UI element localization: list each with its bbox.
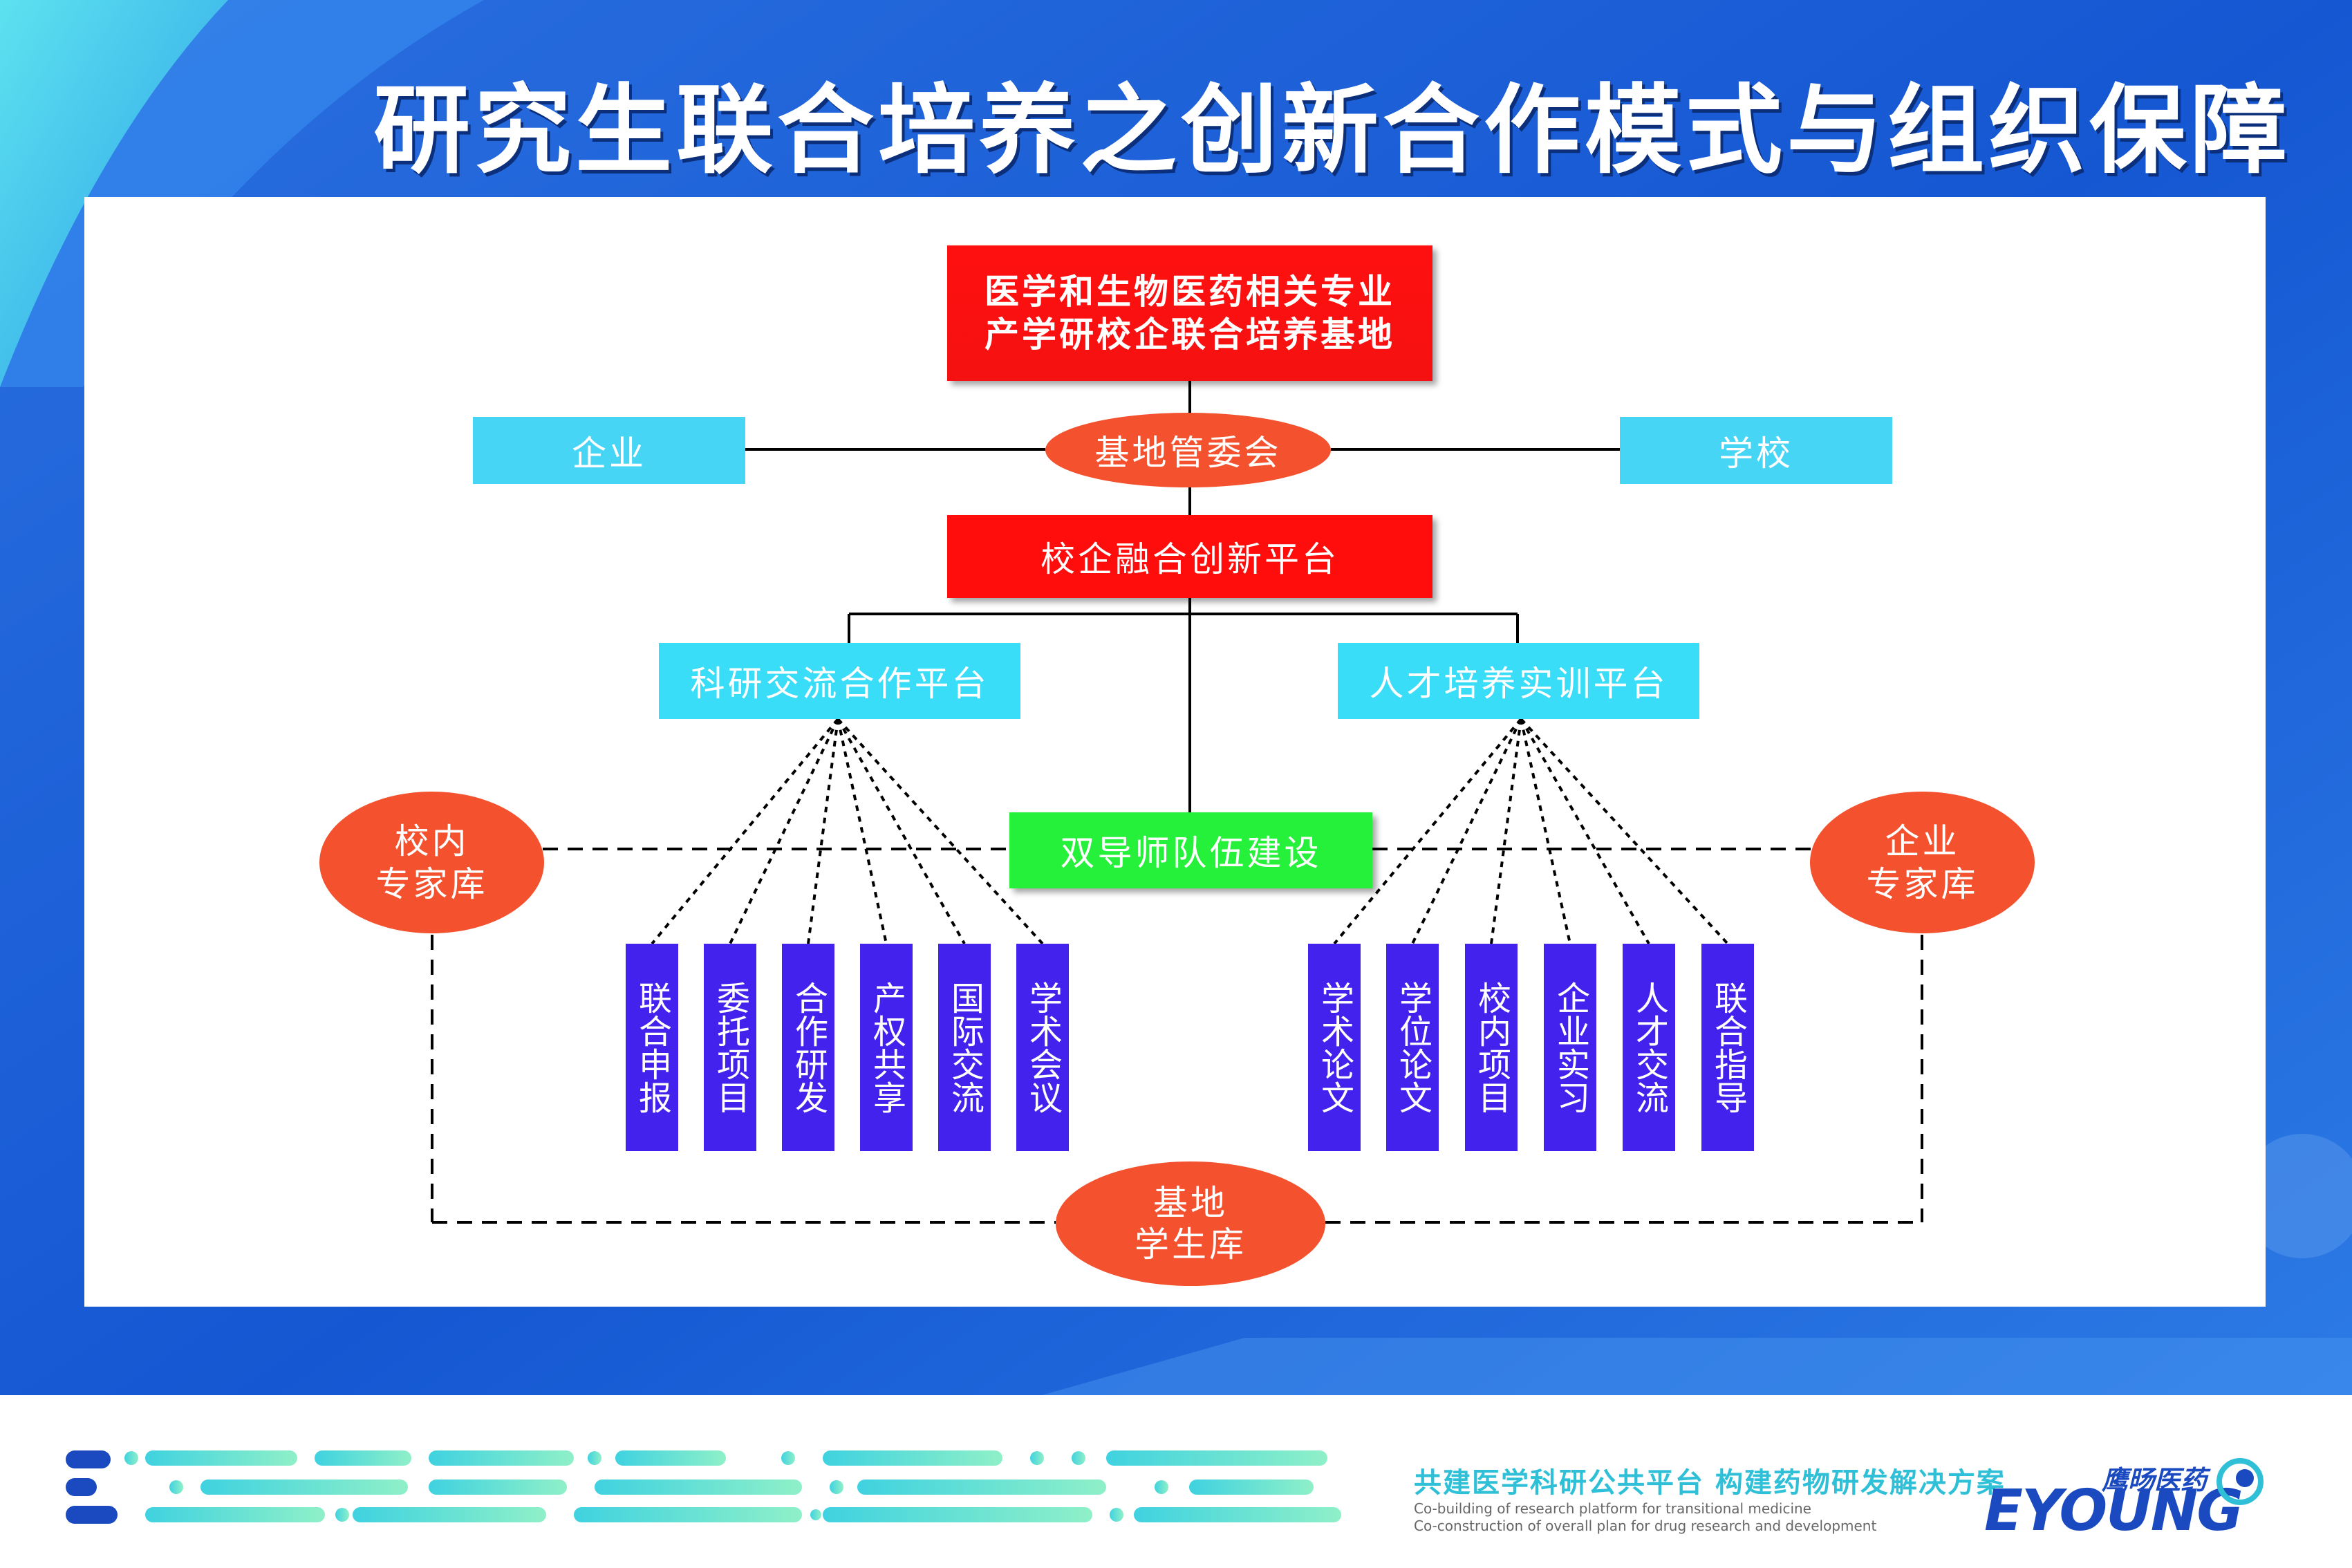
footer-slogan: 共建医学科研公共平台 构建药物研发解决方案 <box>1414 1467 2006 1499</box>
enterprise-box: 企业 <box>473 417 745 484</box>
brand-swirl-icon <box>2216 1458 2264 1505</box>
dual-mentor-box: 双导师队伍建设 <box>1009 812 1372 888</box>
talent-item: 人才交流 <box>1623 944 1675 1151</box>
research-item: 合作研发 <box>782 944 834 1151</box>
enterprise-experts-line2: 专家库 <box>1866 864 1979 904</box>
committee-oval: 基地管委会 <box>1045 413 1331 487</box>
internal-experts-oval: 校内 专家库 <box>319 792 544 933</box>
footer-english: Co-building of research platform for tra… <box>1414 1500 1876 1535</box>
research-item: 国际交流 <box>938 944 991 1151</box>
talent-item: 学术论文 <box>1308 944 1361 1151</box>
research-item: 联合申报 <box>626 944 678 1151</box>
footer-english-line1: Co-building of research platform for tra… <box>1414 1500 1811 1517</box>
page-title: 研究生联合培养之创新合作模式与组织保障 <box>373 75 2292 187</box>
base-box: 医学和生物医药相关专业 产学研校企联合培养基地 <box>947 245 1432 381</box>
school-box: 学校 <box>1620 417 1892 484</box>
talent-item: 联合指导 <box>1701 944 1754 1151</box>
research-item: 产权共享 <box>860 944 913 1151</box>
internal-experts-line1: 校内 <box>394 821 469 861</box>
talent-item: 校内项目 <box>1465 944 1518 1151</box>
student-pool-line1: 基地 <box>1153 1183 1228 1223</box>
base-line1: 医学和生物医药相关专业 <box>984 272 1395 312</box>
research-item: 学术会议 <box>1016 944 1069 1151</box>
student-pool-line2: 学生库 <box>1135 1224 1247 1264</box>
innovation-platform-box: 校企融合创新平台 <box>947 515 1432 598</box>
enterprise-experts-oval: 企业 专家库 <box>1810 792 2035 933</box>
brand-name-cn: 鹰旸医药 <box>2102 1465 2208 1495</box>
research-item: 委托项目 <box>704 944 756 1151</box>
student-pool-oval: 基地 学生库 <box>1056 1161 1325 1286</box>
talent-item: 学位论文 <box>1386 944 1439 1151</box>
base-line2: 产学研校企联合培养基地 <box>984 315 1395 355</box>
enterprise-experts-line1: 企业 <box>1885 821 1960 861</box>
decorative-bars <box>66 1450 1341 1524</box>
talent-item: 企业实习 <box>1544 944 1596 1151</box>
talent-platform-box: 人才培养实训平台 <box>1338 643 1699 719</box>
research-platform-box: 科研交流合作平台 <box>659 643 1020 719</box>
internal-experts-line2: 专家库 <box>375 864 488 904</box>
brand-name-en: EYOUNG <box>1984 1478 2243 1544</box>
footer-english-line2: Co-construction of overall plan for drug… <box>1414 1518 1877 1534</box>
diagram-panel <box>84 197 2266 1307</box>
